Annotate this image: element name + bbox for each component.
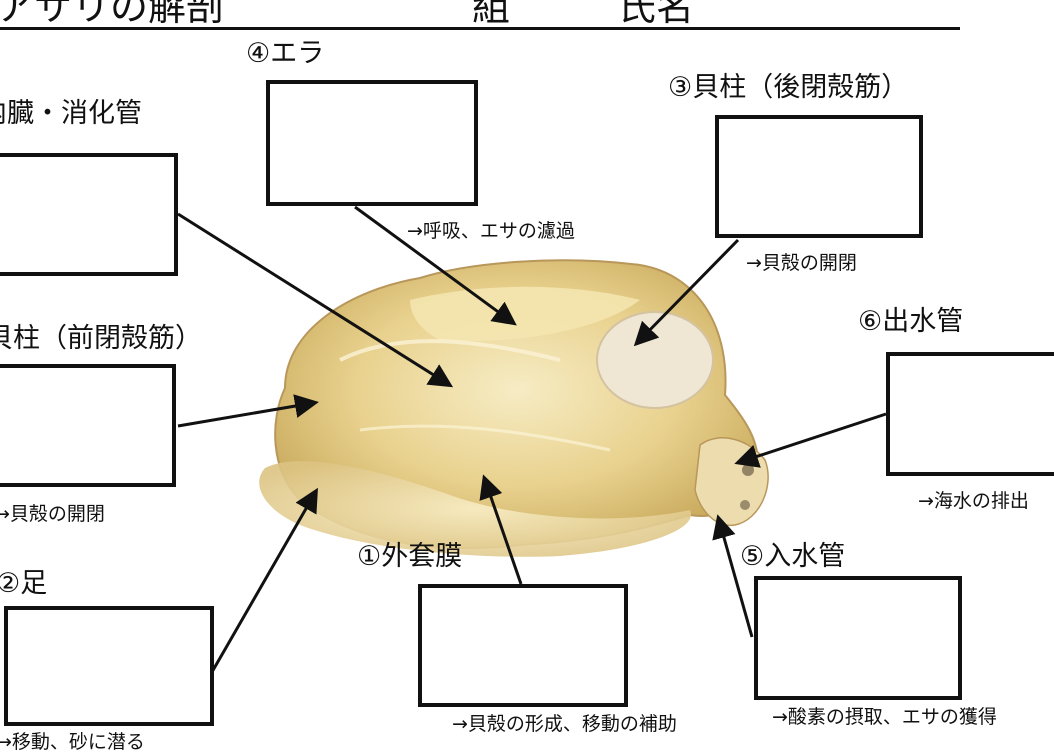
arrow-gill: [354, 205, 517, 326]
answer-box-anterior-adductor[interactable]: [0, 364, 176, 487]
siphon-tip-spot: [740, 500, 750, 510]
class-label: 組: [472, 0, 511, 29]
clam-photo: [259, 259, 769, 557]
header-underline: [0, 27, 960, 30]
note-posterior-adductor: →貝殻の開閉: [746, 252, 857, 274]
answer-box-viscera[interactable]: [0, 153, 178, 276]
siphon-tip-spot: [742, 464, 754, 476]
name-label: 氏名: [618, 0, 695, 29]
label-excurrent-siphon: ⑥出水管: [858, 306, 964, 337]
arrow-anterior-adductor: [177, 394, 319, 428]
answer-box-posterior-adductor[interactable]: [715, 115, 923, 238]
siphon: [694, 437, 769, 526]
note-incurrent-siphon: →酸素の摂取、エサの獲得: [772, 706, 997, 728]
sheen: [359, 424, 611, 452]
note-mantle: →貝殻の形成、移動の補助: [452, 713, 677, 735]
answer-box-foot[interactable]: [4, 606, 214, 726]
label-foot: ②足: [0, 568, 48, 599]
adductor-muscle: [596, 311, 714, 409]
label-gill: ④エラ: [246, 38, 325, 69]
arrow-excurrent-siphon: [734, 412, 887, 468]
arrow-posterior-adductor: [633, 238, 740, 347]
note-anterior-adductor: →貝殻の開閉: [0, 503, 105, 525]
answer-box-gill[interactable]: [266, 80, 478, 206]
note-gill: →呼吸、エサの濾過: [407, 220, 575, 242]
answer-box-mantle[interactable]: [418, 584, 628, 707]
answer-box-excurrent-siphon[interactable]: [886, 352, 1054, 476]
arrow-foot: [210, 487, 318, 673]
clam-foot: [259, 461, 692, 557]
arrow-incurrent-siphon: [712, 514, 754, 638]
gill-fold: [410, 286, 640, 341]
sheen: [339, 339, 561, 362]
answer-box-incurrent-siphon[interactable]: [754, 576, 962, 700]
label-posterior-adductor: ③貝柱（後閉殻筋）: [668, 72, 909, 103]
label-anterior-adductor: 貝柱（前閉殻筋）: [0, 323, 202, 354]
label-mantle: ①外套膜: [357, 541, 463, 572]
worksheet-title: アサリの解剖: [0, 0, 225, 29]
label-incurrent-siphon: ⑤入水管: [740, 541, 846, 572]
label-viscera: 内臓・消化管: [0, 98, 142, 129]
arrow-mantle: [479, 474, 523, 585]
note-excurrent-siphon: →海水の排出: [918, 490, 1029, 512]
note-foot: →移動、砂に潜る: [0, 731, 145, 753]
arrow-viscera: [177, 212, 454, 388]
